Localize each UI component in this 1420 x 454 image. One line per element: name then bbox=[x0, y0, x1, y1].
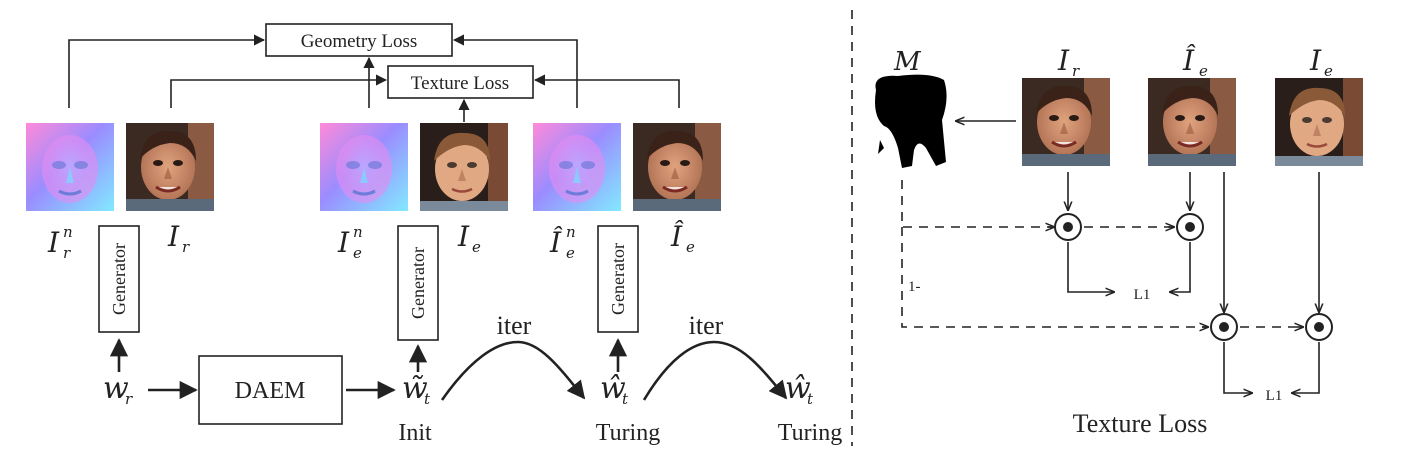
svg-text:DAEM: DAEM bbox=[235, 378, 306, 404]
normal-map-real bbox=[26, 123, 114, 211]
texture-loss-title: Texture Loss bbox=[1073, 409, 1208, 438]
label-Ihat-e: Î e bbox=[670, 220, 695, 256]
svg-text:Generator: Generator bbox=[109, 243, 129, 315]
geometry-loss-box: Geometry Loss bbox=[265, 23, 453, 57]
svg-text:t: t bbox=[807, 390, 814, 408]
normal-map-edit bbox=[320, 123, 408, 211]
svg-text:I: I bbox=[337, 226, 350, 259]
mask-path-upper bbox=[901, 180, 1052, 228]
iter-curve-2 bbox=[642, 340, 788, 401]
label-Irn: I n r bbox=[47, 223, 73, 262]
svg-text:r: r bbox=[63, 244, 71, 262]
label-wt-hat-1: ŵ t bbox=[600, 371, 629, 408]
svg-text:Î: Î bbox=[549, 226, 563, 259]
multiply-node-2 bbox=[1176, 213, 1204, 241]
iter-label-1: iter bbox=[497, 311, 532, 340]
svg-text:r: r bbox=[125, 390, 133, 408]
face-Ie bbox=[1275, 78, 1363, 166]
label-wr: w r bbox=[103, 371, 133, 408]
svg-text:e: e bbox=[472, 238, 481, 256]
svg-text:I: I bbox=[1057, 44, 1070, 77]
label-Ien: I n e bbox=[337, 223, 363, 262]
face-photo-edit bbox=[420, 123, 508, 211]
svg-text:e: e bbox=[566, 244, 575, 262]
svg-text:Generator: Generator bbox=[408, 247, 428, 319]
label-one-minus: 1- bbox=[908, 279, 921, 295]
generator-box-3: Generator bbox=[597, 225, 639, 333]
label-Ihat-en: Î n e bbox=[549, 223, 576, 262]
label-right-Ihat-e: Î e bbox=[1182, 44, 1208, 80]
svg-text:Î: Î bbox=[1182, 44, 1196, 77]
svg-text:r: r bbox=[1072, 62, 1080, 80]
svg-text:I: I bbox=[167, 220, 180, 253]
label-init: Init bbox=[398, 420, 432, 446]
svg-text:n: n bbox=[63, 223, 73, 241]
label-M: M bbox=[893, 47, 922, 77]
svg-text:w: w bbox=[103, 371, 129, 406]
multiply-node-4 bbox=[1305, 313, 1333, 341]
svg-text:n: n bbox=[566, 223, 576, 241]
label-right-Ie: I e bbox=[1309, 44, 1333, 80]
face-Ihat-e bbox=[1148, 78, 1236, 166]
svg-text:n: n bbox=[353, 223, 363, 241]
svg-text:I: I bbox=[47, 226, 60, 259]
label-turing-2: Turing bbox=[778, 420, 842, 446]
svg-text:e: e bbox=[1199, 62, 1208, 80]
generator-box-1: Generator bbox=[98, 225, 140, 333]
l1-label-upper: L1 bbox=[1134, 287, 1151, 303]
l1-lower-left bbox=[1223, 342, 1252, 393]
iter-label-2: iter bbox=[689, 311, 724, 340]
svg-text:Î: Î bbox=[670, 220, 684, 253]
label-Ir: I r bbox=[167, 220, 190, 256]
texture-loss-label: Texture Loss bbox=[411, 73, 509, 94]
face-photo-real bbox=[126, 123, 214, 211]
label-Ie: I e bbox=[457, 220, 481, 256]
loss-connectors bbox=[68, 34, 680, 122]
label-right-Ir: I r bbox=[1057, 44, 1080, 80]
svg-text:r: r bbox=[182, 238, 190, 256]
svg-text:t: t bbox=[424, 390, 431, 408]
svg-text:I: I bbox=[457, 220, 470, 253]
multiply-node-3 bbox=[1210, 313, 1238, 341]
l1-label-lower: L1 bbox=[1266, 388, 1283, 404]
face-Ir bbox=[1022, 78, 1110, 166]
texture-loss-box: Texture Loss bbox=[387, 65, 534, 99]
l1-lower-right bbox=[1292, 342, 1320, 393]
l1-upper-right bbox=[1170, 242, 1191, 292]
svg-text:ŵ: ŵ bbox=[785, 371, 811, 406]
mask-image bbox=[875, 74, 947, 168]
svg-text:t: t bbox=[622, 390, 629, 408]
generator-box-2: Generator bbox=[397, 225, 439, 341]
mask-path-lower bbox=[901, 227, 1206, 328]
svg-text:e: e bbox=[1324, 62, 1333, 80]
label-wt-hat-2: ŵ t bbox=[785, 371, 814, 408]
normal-map-edit-hat bbox=[533, 123, 621, 211]
label-turing-1: Turing bbox=[596, 420, 660, 446]
label-wt-tilde: w̃ t bbox=[402, 371, 431, 408]
svg-text:I: I bbox=[1309, 44, 1322, 77]
multiply-node-1 bbox=[1054, 213, 1082, 241]
svg-text:e: e bbox=[686, 238, 695, 256]
geometry-loss-label: Geometry Loss bbox=[301, 31, 418, 52]
daem-box: DAEM bbox=[198, 355, 343, 425]
svg-text:w̃: w̃ bbox=[402, 371, 428, 406]
svg-text:Generator: Generator bbox=[608, 243, 628, 315]
iter-curve-1 bbox=[440, 340, 586, 401]
svg-text:e: e bbox=[353, 244, 362, 262]
l1-upper-left bbox=[1067, 242, 1114, 292]
svg-text:ŵ: ŵ bbox=[600, 371, 626, 406]
face-photo-edit-hat bbox=[633, 123, 721, 211]
